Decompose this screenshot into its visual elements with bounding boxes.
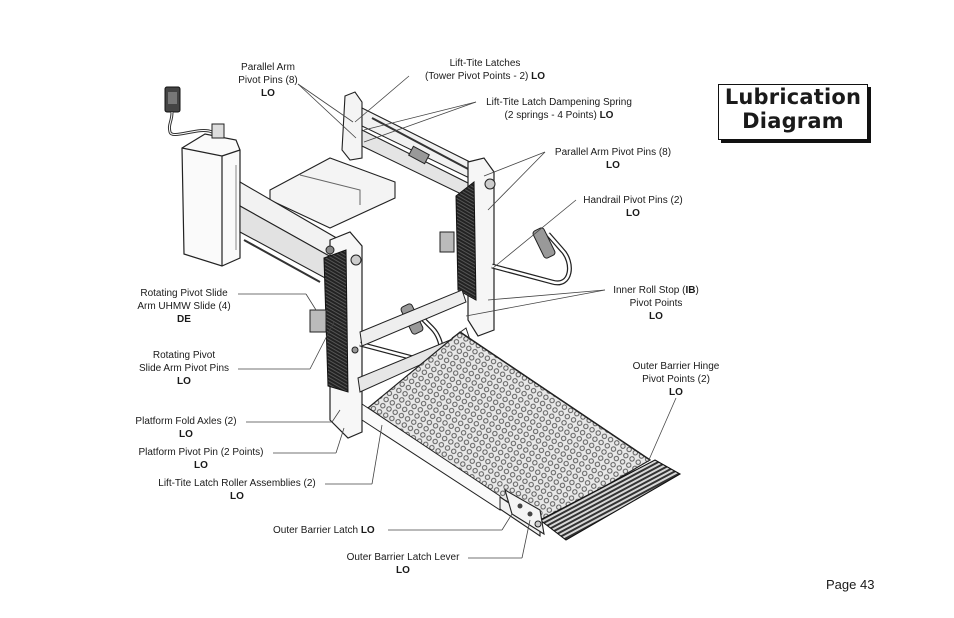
callout-latch-dampening-spring: Lift-Tite Latch Dampening Spring (2 spri… xyxy=(486,97,632,121)
right-tower xyxy=(439,157,496,337)
callout-platform-pivot-pin: Platform Pivot Pin (2 Points) LO xyxy=(138,447,264,471)
callout-inner-roll-stop: Inner Roll Stop (IB) Pivot Points LO xyxy=(613,285,699,322)
callout-outer-barrier-latch: Outer Barrier Latch LO xyxy=(273,525,375,536)
callout-lift-tite-latches: Lift-Tite Latches (Tower Pivot Points - … xyxy=(424,58,546,82)
callout-platform-fold-axles: Platform Fold Axles (2) LO xyxy=(135,416,237,440)
pump-housing xyxy=(181,123,241,267)
callout-outer-barrier-hinge: Outer Barrier Hinge Pivot Points (2) LO xyxy=(632,361,720,398)
left-tower xyxy=(239,181,363,439)
callout-outer-barrier-latch-lever: Outer Barrier Latch Lever LO xyxy=(346,552,460,576)
diagram-title: Lubrication Diagram xyxy=(718,84,868,140)
lower-frame xyxy=(357,289,467,393)
leader-lines xyxy=(238,75,677,559)
pendant-control xyxy=(164,86,213,137)
callout-rotating-pivot-slide: Rotating Pivot Slide Arm UHMW Slide (4) … xyxy=(137,288,231,325)
callout-parallel-arm-pins-right: Parallel Arm Pivot Pins (8) LO xyxy=(554,147,672,171)
callout-handrail-pivot-pins: Handrail Pivot Pins (2) LO xyxy=(583,195,683,219)
title-line-1: Lubrication xyxy=(724,85,862,109)
callout-rotating-pivot-pins: Rotating Pivot Slide Arm Pivot Pins LO xyxy=(138,350,230,387)
platform xyxy=(361,327,652,538)
title-line-2: Diagram xyxy=(742,109,844,133)
page-number: Page 43 xyxy=(826,577,875,592)
outer-barrier xyxy=(504,459,682,541)
parallel-arm-linkage xyxy=(341,91,487,207)
callout-parallel-arm-pins-left: Parallel Arm Pivot Pins (8) LO xyxy=(238,62,298,99)
callout-latch-roller-assemblies: Lift-Tite Latch Roller Assemblies (2) LO xyxy=(158,478,316,502)
